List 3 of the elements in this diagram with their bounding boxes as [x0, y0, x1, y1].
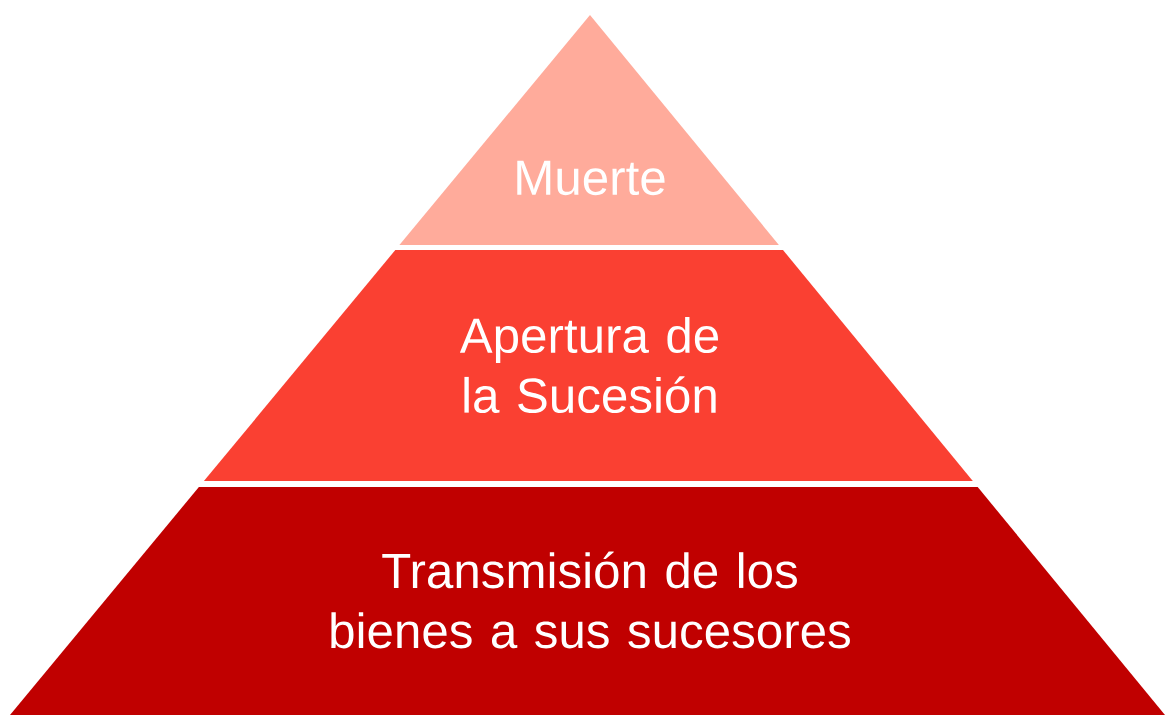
- pyramid-level: Transmisión de los bienes a sus sucesores: [10, 487, 1165, 715]
- pyramid-level: Apertura de la Sucesión: [203, 250, 973, 481]
- pyramid-level: Muerte: [399, 15, 779, 245]
